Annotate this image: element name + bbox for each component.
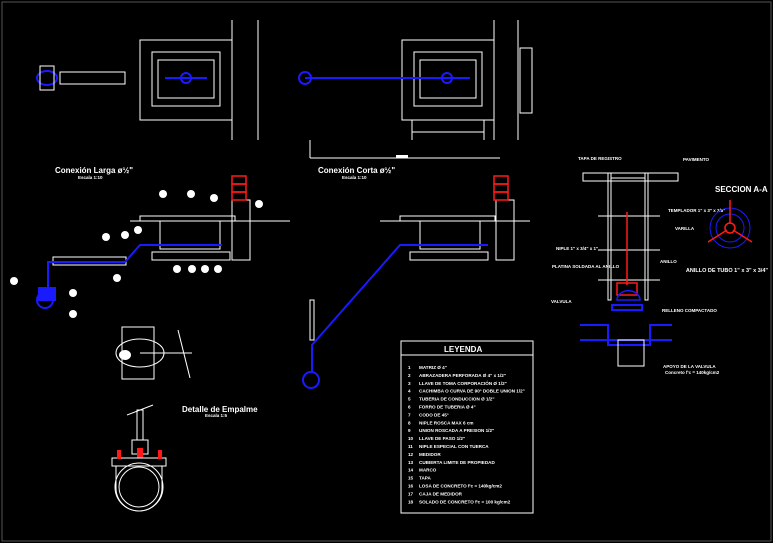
label-support-spec: Concreto f'c = 140kg/cm2 xyxy=(665,370,720,375)
splice-detail xyxy=(111,404,167,512)
legend-item-text: LLAVE DE PASO 1/2" xyxy=(419,436,465,441)
legend-item-text: TAPA xyxy=(419,476,432,481)
legend-item-number: 1 xyxy=(408,365,411,370)
legend-item-text: UNION ROSCADA A PRESION 1/2" xyxy=(419,428,494,433)
label-support: APOYO DE LA VALVULA xyxy=(663,364,716,369)
legend-item-number: 10 xyxy=(408,436,414,441)
legend-item-number: 15 xyxy=(408,476,414,481)
label-cover: TAPA DE REGISTRO xyxy=(578,156,622,161)
legend-item-number: 12 xyxy=(408,452,414,457)
short-connection-scale: Escala 1:10 xyxy=(342,175,367,180)
legend-item-text: NIPLE ESPECIAL CON TUERCA xyxy=(419,444,489,449)
legend-item-text: CACHIMBA O CURVA DE 90° DOBLE UNION 1/2" xyxy=(419,389,525,394)
legend-item-text: NIPLE ROSCA MAX 6 cm xyxy=(419,420,473,425)
label-tube-ring: ANILLO DE TUBO 1" x 3" x 3/4" xyxy=(686,268,768,274)
long-connection-section xyxy=(36,175,290,309)
short-connection-section xyxy=(302,175,530,389)
plan-view-short xyxy=(298,20,533,159)
section-aa-detail xyxy=(707,200,753,249)
label-valve: VALVULA xyxy=(551,299,572,304)
label-tensor: TEMPLADOR 1" x 3" x 3/8" xyxy=(668,208,725,213)
legend-item-text: TUBERIA DE CONDUCCION Ø 1/2" xyxy=(419,397,495,402)
valve-box-section xyxy=(580,172,679,367)
legend-item-number: 3 xyxy=(408,381,411,386)
legend-item-number: 8 xyxy=(408,420,411,425)
label-plate: PLATINA SOLDADA AL ANILLO xyxy=(552,264,620,269)
legend-item-number: 6 xyxy=(408,405,411,410)
legend-items: 1 MATRIZ Ø 4" 2 ABRAZADERA PERFORADA Ø 4" x… xyxy=(408,365,525,504)
legend-item-number: 9 xyxy=(408,428,411,433)
legend-item-text: SOLADO DE CONCRETO f'c = 100 kg/cm2 xyxy=(419,499,511,504)
label-rod: VARILLA xyxy=(675,226,695,231)
section-title: SECCION A-A xyxy=(715,185,768,194)
legend-item-number: 7 xyxy=(408,412,411,417)
label-fill: RELLENO COMPACTADO xyxy=(662,308,717,313)
legend-item-number: 2 xyxy=(408,373,411,378)
short-connection-title: Conexión Corta ø½" xyxy=(318,166,395,175)
legend-item-text: LOSA DE CONCRETO f'c = 140kg/cm2 xyxy=(419,484,502,489)
legend-item-number: 13 xyxy=(408,460,414,465)
legend-item-number: 14 xyxy=(408,468,414,473)
legend-panel: LEYENDA xyxy=(400,340,534,514)
legend-item-number: 18 xyxy=(408,499,414,504)
label-nipple: NIPLE 1" x 3/4" x 1" xyxy=(556,246,598,251)
label-ring: ANILLO xyxy=(660,259,677,264)
splice-detail-title: Detalle de Empalme xyxy=(182,405,258,414)
label-pavement: PAVIMENTO xyxy=(683,157,710,162)
legend-item-text: CAJA DE MEDIDOR xyxy=(419,491,463,496)
legend-item-text: MATRIZ Ø 4" xyxy=(419,365,447,370)
legend-item-text: CODO DE 45° xyxy=(419,412,449,417)
legend-item-number: 16 xyxy=(408,484,414,489)
long-connection-title: Conexión Larga ø½" xyxy=(55,166,133,175)
splice-detail-scale: Escala 1:5 xyxy=(205,413,228,418)
saddle-plan xyxy=(115,326,192,380)
legend-item-number: 11 xyxy=(408,444,413,449)
plan-view-long xyxy=(36,20,259,140)
legend-item-number: 17 xyxy=(408,491,414,496)
long-connection-callouts xyxy=(10,190,263,318)
legend-item-text: LLAVE DE TOMA CORPORACIÓN Ø 1/2" xyxy=(419,379,507,386)
legend-item-text: FORRO DE TUBERIA Ø 4" xyxy=(419,405,476,410)
legend-item-number: 4 xyxy=(408,389,411,394)
legend-title: LEYENDA xyxy=(444,345,482,354)
legend-item-text: ABRAZADERA PERFORADA Ø 4" x 1/2" xyxy=(419,373,506,378)
legend-item-text: CUBIERTA LIMITE DE PROPIEDAD xyxy=(419,460,495,465)
legend-item-number: 5 xyxy=(408,397,411,402)
long-connection-scale: Escala 1:10 xyxy=(78,175,103,180)
legend-item-text: MARCO xyxy=(419,468,437,473)
legend-item-text: MEDIDOR xyxy=(419,452,441,457)
